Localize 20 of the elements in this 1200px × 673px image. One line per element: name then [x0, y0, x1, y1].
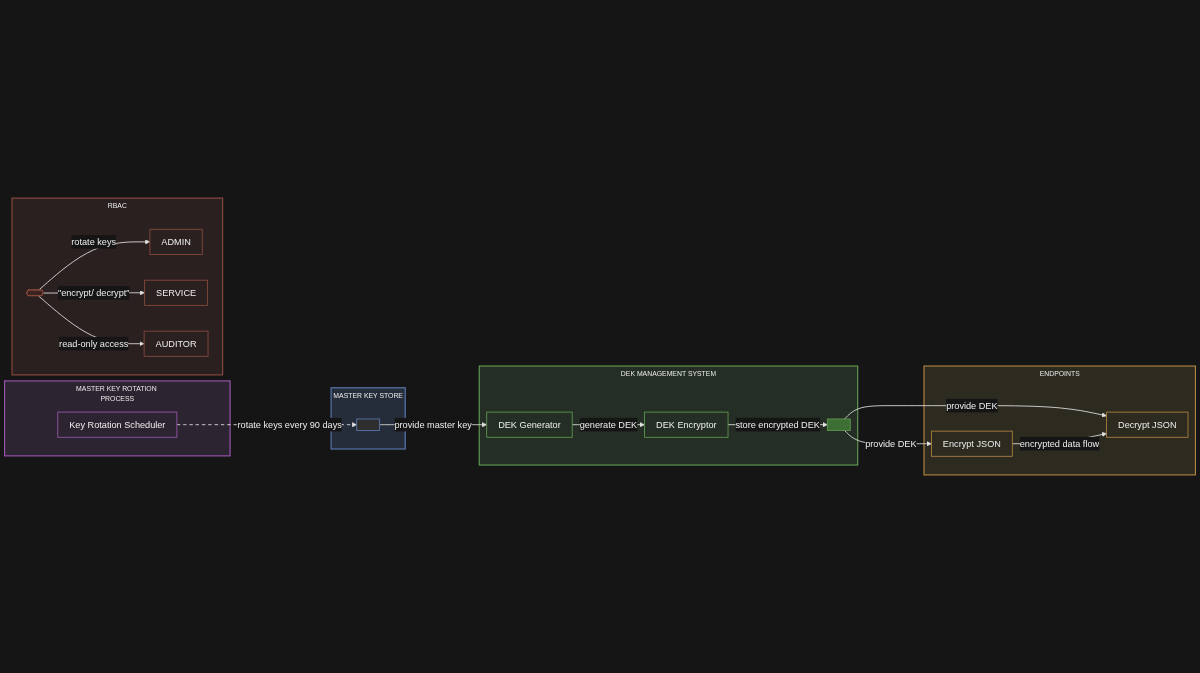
- edge-label: rotate keys: [71, 236, 117, 247]
- node-box: SERVICE: [144, 279, 208, 306]
- edge-label: rotate keys every 90 days: [237, 419, 342, 430]
- node-box: DEK Encryptor: [644, 411, 729, 438]
- node-box: Decrypt JSON: [1106, 411, 1189, 438]
- edge-label: encrypted data flow: [1019, 438, 1100, 449]
- node-box: AUDITOR: [143, 330, 209, 357]
- node-box: DEK Generator: [486, 411, 573, 438]
- node-box: [826, 418, 851, 431]
- edge-label: provide master key: [394, 419, 472, 430]
- edge-label: generate DEK: [579, 419, 638, 430]
- node-box: Key Rotation Scheduler: [57, 411, 178, 438]
- edge-label: store encrypted DEK: [735, 419, 820, 430]
- node-box: Encrypt JSON: [931, 430, 1013, 457]
- node-box: [356, 418, 381, 431]
- edge-label: read-only access: [59, 338, 129, 349]
- edge-label: provide DEK: [946, 400, 998, 411]
- edge-label: provide DEK: [865, 438, 917, 449]
- edge-label: "encrypt/ decrypt": [57, 287, 130, 298]
- node-box: ADMIN: [149, 228, 203, 255]
